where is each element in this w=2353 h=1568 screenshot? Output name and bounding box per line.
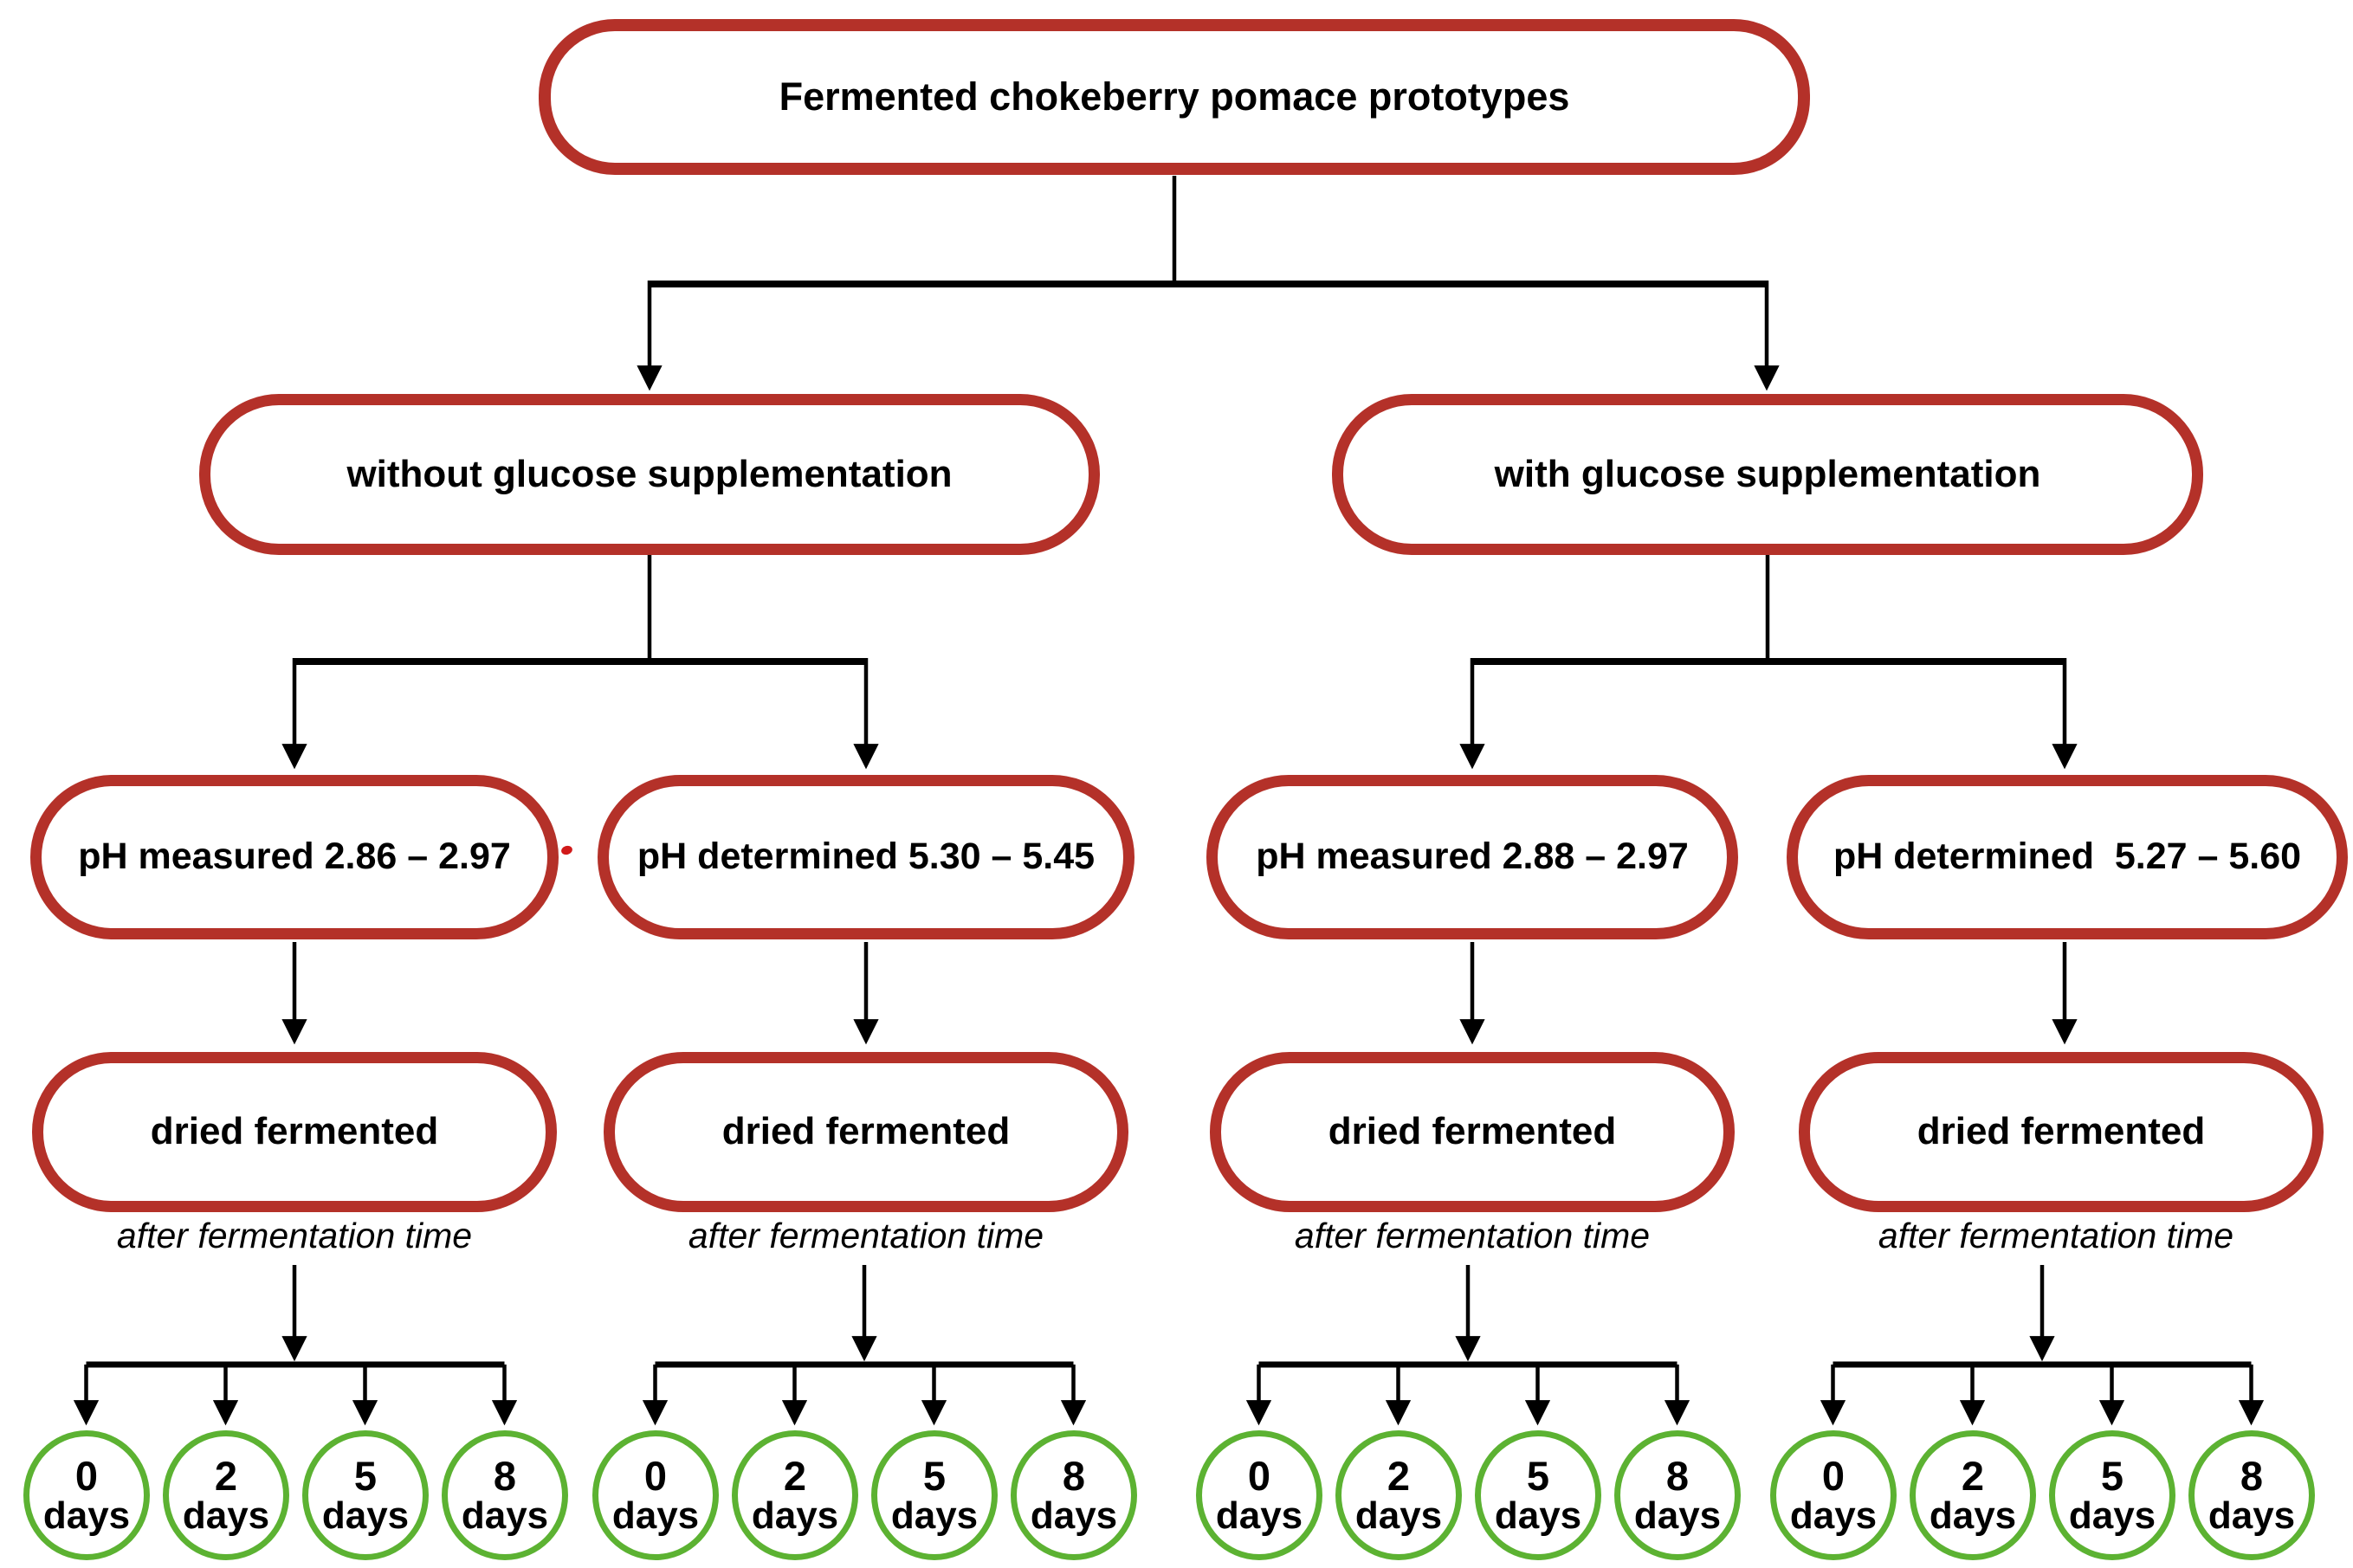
- day-value: 0: [1821, 1452, 1846, 1499]
- day-unit: days: [2208, 1494, 2296, 1537]
- day-circle-g2-3: 8 days: [1011, 1430, 1137, 1560]
- day-unit: days: [182, 1494, 270, 1537]
- note-after-fermentation-1: after fermentation time: [116, 1216, 473, 1255]
- node-dried-fermented-3: dried fermented: [1210, 1052, 1735, 1212]
- day-circle-g3-3: 8 days: [1614, 1430, 1741, 1560]
- day-value: 2: [1387, 1452, 1411, 1499]
- day-unit: days: [1215, 1494, 1303, 1537]
- day-circle-g3-1: 2 days: [1335, 1430, 1462, 1560]
- day-unit: days: [1633, 1494, 1722, 1537]
- day-circle-g4-0: 0 days: [1770, 1430, 1897, 1560]
- day-value: 0: [643, 1452, 668, 1499]
- day-value: 2: [783, 1452, 807, 1499]
- day-value: 8: [1665, 1452, 1690, 1499]
- node-ph-determined-w: pH determined 5.27 – 5.60: [1787, 775, 2348, 939]
- day-value: 8: [493, 1452, 517, 1499]
- day-value: 2: [1961, 1452, 1985, 1499]
- day-circle-g4-3: 8 days: [2188, 1430, 2315, 1560]
- day-unit: days: [611, 1494, 700, 1537]
- day-unit: days: [1494, 1494, 1582, 1537]
- day-circle-g2-1: 2 days: [732, 1430, 858, 1560]
- day-unit: days: [42, 1494, 131, 1537]
- day-value: 5: [2100, 1452, 2124, 1499]
- day-unit: days: [890, 1494, 979, 1537]
- node-dried-fermented-1: dried fermented: [32, 1052, 557, 1212]
- day-circle-g1-1: 2 days: [163, 1430, 289, 1560]
- node-dried-fermented-4: dried fermented: [1799, 1052, 2324, 1212]
- note-after-fermentation-4: after fermentation time: [1878, 1216, 2234, 1255]
- day-value: 5: [1526, 1452, 1550, 1499]
- day-circle-g2-2: 5 days: [871, 1430, 998, 1560]
- node-dried-fermented-2: dried fermented: [604, 1052, 1128, 1212]
- node-ph-measured-wo: pH measured 2.86 – 2.97: [30, 775, 559, 939]
- node-without-glucose: without glucose supplementation: [199, 394, 1100, 555]
- note-after-fermentation-3: after fermentation time: [1294, 1216, 1651, 1255]
- day-value: 0: [74, 1452, 99, 1499]
- note-after-fermentation-2: after fermentation time: [688, 1216, 1044, 1255]
- day-circle-g1-3: 8 days: [442, 1430, 568, 1560]
- node-ph-determined-wo: pH determined 5.30 – 5.45: [598, 775, 1134, 939]
- day-value: 5: [353, 1452, 378, 1499]
- day-value: 8: [1062, 1452, 1086, 1499]
- day-unit: days: [321, 1494, 410, 1537]
- day-unit: days: [1030, 1494, 1118, 1537]
- day-circle-g3-2: 5 days: [1475, 1430, 1601, 1560]
- node-root: Fermented chokeberry pomace prototypes: [539, 19, 1810, 175]
- day-value: 5: [922, 1452, 947, 1499]
- day-circle-g4-1: 2 days: [1910, 1430, 2036, 1560]
- day-unit: days: [2068, 1494, 2156, 1537]
- node-ph-measured-w: pH measured 2.88 – 2.97: [1206, 775, 1738, 939]
- day-circle-g4-2: 5 days: [2049, 1430, 2175, 1560]
- day-circle-g1-2: 5 days: [302, 1430, 429, 1560]
- day-circle-g1-0: 0 days: [23, 1430, 150, 1560]
- node-with-glucose: with glucose supplementation: [1332, 394, 2203, 555]
- day-circle-g2-0: 0 days: [592, 1430, 719, 1560]
- day-unit: days: [1789, 1494, 1878, 1537]
- day-unit: days: [461, 1494, 549, 1537]
- day-value: 0: [1247, 1452, 1271, 1499]
- day-value: 2: [214, 1452, 238, 1499]
- day-unit: days: [751, 1494, 839, 1537]
- day-unit: days: [1929, 1494, 2017, 1537]
- day-value: 8: [2240, 1452, 2264, 1499]
- day-circle-g3-0: 0 days: [1196, 1430, 1322, 1560]
- day-unit: days: [1354, 1494, 1443, 1537]
